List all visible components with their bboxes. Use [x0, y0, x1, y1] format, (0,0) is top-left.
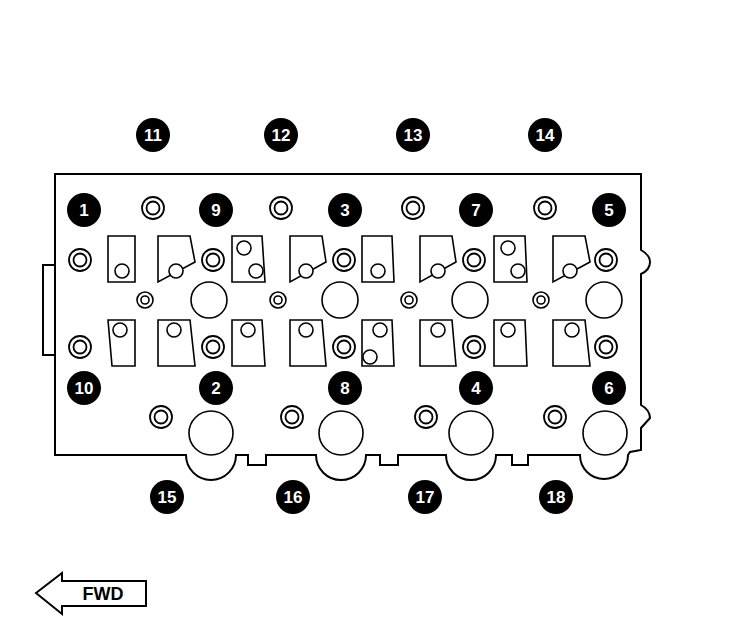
callout-number: 18 — [539, 480, 573, 514]
callout-number: 17 — [408, 480, 442, 514]
callout-number: 4 — [459, 371, 493, 405]
callout-number: 15 — [150, 480, 184, 514]
callout-number: 12 — [264, 118, 298, 152]
callout-number: 8 — [328, 371, 362, 405]
callout-number: 10 — [67, 371, 101, 405]
callout-number: 9 — [199, 193, 233, 227]
direction-label: FWD — [83, 585, 124, 603]
callout-number: 7 — [459, 193, 493, 227]
callout-number: 1 — [67, 193, 101, 227]
callout-number: 5 — [592, 193, 626, 227]
callout-number: 6 — [592, 371, 626, 405]
callout-number: 14 — [528, 118, 562, 152]
callout-number: 13 — [396, 118, 430, 152]
callout-number: 16 — [276, 480, 310, 514]
callout-number: 11 — [136, 118, 170, 152]
callout-number: 2 — [199, 371, 233, 405]
callout-number: 3 — [328, 193, 362, 227]
